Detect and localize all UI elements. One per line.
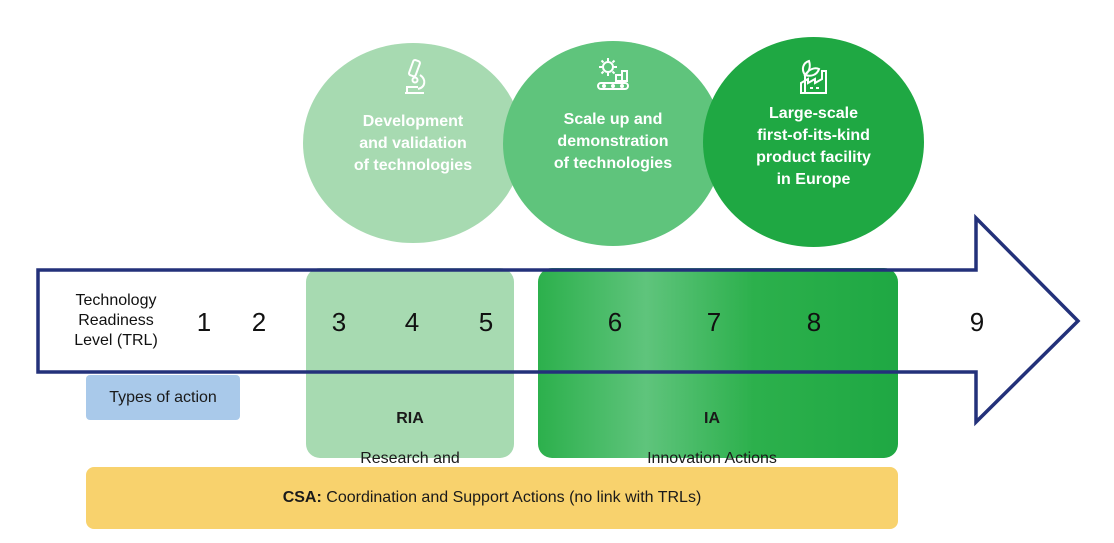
factory-plant-icon (799, 59, 827, 94)
trl-level-4: 4 (404, 307, 420, 337)
types-of-action-box: Types of action (86, 375, 240, 420)
conveyor-gear-icon (597, 58, 629, 90)
trl-level-6: 6 (607, 307, 623, 337)
circle-development-text: Development and validation of technologi… (353, 113, 473, 174)
circle-scale-up: Scale up and demonstration of technologi… (503, 41, 723, 246)
circle-large-scale: Large-scale first-of-its-kind product fa… (703, 37, 924, 247)
trl-level-9: 9 (969, 307, 985, 337)
microscope-icon (405, 59, 426, 94)
circle-large-scale-text: Large-scale first-of-its-kind product fa… (756, 105, 871, 188)
trl-label: Technology Readiness Level (TRL) (74, 292, 158, 349)
types-of-action-label: Types of action (109, 388, 217, 406)
csa-text: Coordination and Support Actions (no lin… (321, 489, 702, 506)
ia-title: IA (704, 410, 720, 427)
trl-level-5: 5 (478, 307, 494, 337)
trl-level-3: 3 (331, 307, 347, 337)
trl-level-8: 8 (806, 307, 822, 337)
ia-band (538, 268, 898, 458)
ria-band (306, 268, 514, 458)
csa-bar: CSA: Coordination and Support Actions (n… (86, 467, 898, 529)
trl-level-7: 7 (706, 307, 722, 337)
circle-scale-up-text: Scale up and demonstration of technologi… (553, 111, 673, 172)
circle-development: Development and validation of technologi… (303, 43, 523, 243)
trl-level-1: 1 (196, 307, 212, 337)
csa-title: CSA: (282, 489, 322, 506)
trl-level-2: 2 (251, 307, 267, 337)
ria-title: RIA (396, 410, 424, 427)
